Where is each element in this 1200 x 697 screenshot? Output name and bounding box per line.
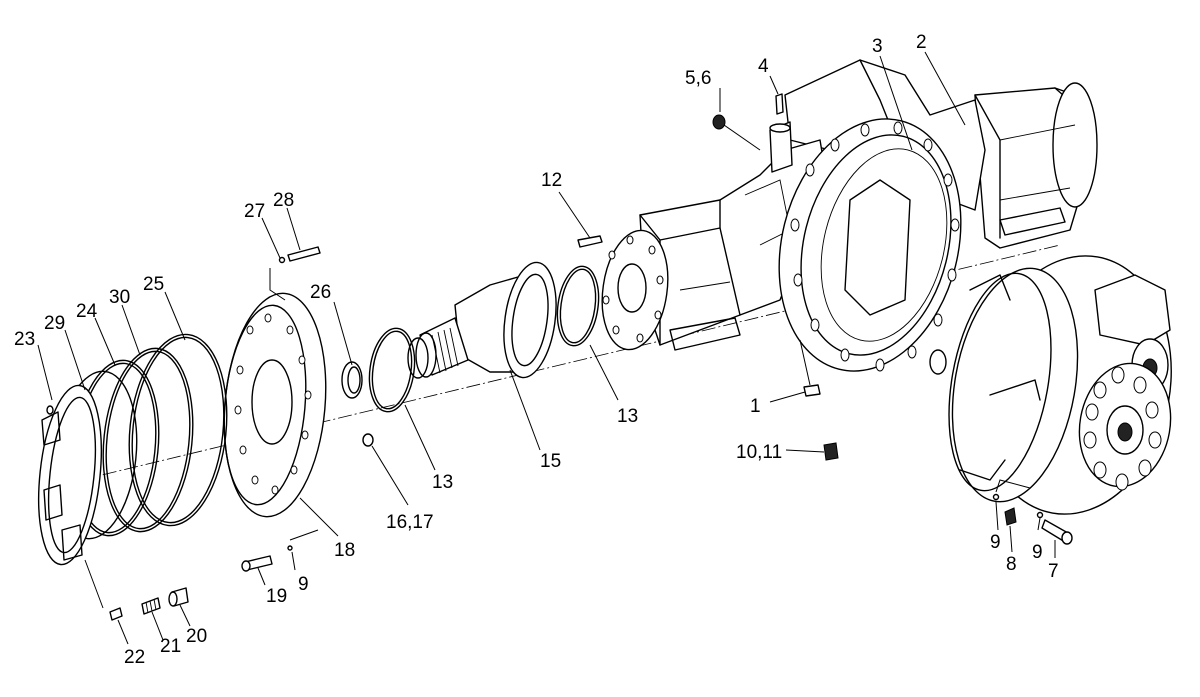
callout-15: 15 [540,451,561,472]
o-ring-13-right [556,265,600,347]
callout-25: 25 [143,274,164,295]
leader-lines [37,51,1056,645]
callout-1: 1 [750,396,761,417]
screw-4 [775,93,784,115]
plug-10-11 [823,442,839,461]
nut-16-17 [362,433,374,447]
plug-5-6 [712,114,726,130]
callout-20: 20 [186,626,207,647]
callout-9-mid: 9 [990,532,1001,553]
callout-28: 28 [273,190,294,211]
callout-18: 18 [334,540,355,561]
axle-housing [639,59,1098,372]
callout-13-left: 13 [432,472,453,493]
callout-13-right: 13 [617,406,638,427]
callout-4: 4 [758,56,769,77]
ring-30 [102,347,194,533]
ring-26 [341,361,363,399]
callout-labels: 23 29 24 30 25 27 28 26 12 5,6 4 3 2 1 1… [14,32,1059,668]
callout-12: 12 [541,170,562,191]
callout-2: 2 [916,32,927,53]
pin-28 [287,246,321,262]
right-hub-assembly [929,255,1172,515]
o-ring-13-left [368,327,416,413]
callout-19: 19 [266,586,287,607]
callout-3: 3 [872,36,883,57]
plug-8 [1004,507,1017,526]
housing-18 [223,292,327,518]
callout-26: 26 [310,282,331,303]
piston-23 [38,384,102,566]
callout-9-right: 9 [1032,542,1043,563]
pin-1 [803,384,821,397]
callout-9-left: 9 [298,574,309,595]
ring-25 [128,333,228,527]
callout-21: 21 [160,636,181,657]
callout-23: 23 [14,329,35,350]
pin-12 [577,235,603,248]
callout-27: 27 [244,201,265,222]
callout-22: 22 [124,647,145,668]
callout-7: 7 [1048,561,1059,582]
callout-30: 30 [109,287,130,308]
spindle [407,229,669,379]
screw-22 [109,607,123,621]
callout-24: 24 [76,301,98,322]
callout-29: 29 [44,313,65,334]
callout-8: 8 [1006,554,1017,575]
callout-10-11: 10,11 [736,442,782,463]
callout-16-17: 16,17 [386,512,434,533]
callout-5-6: 5,6 [685,68,711,89]
